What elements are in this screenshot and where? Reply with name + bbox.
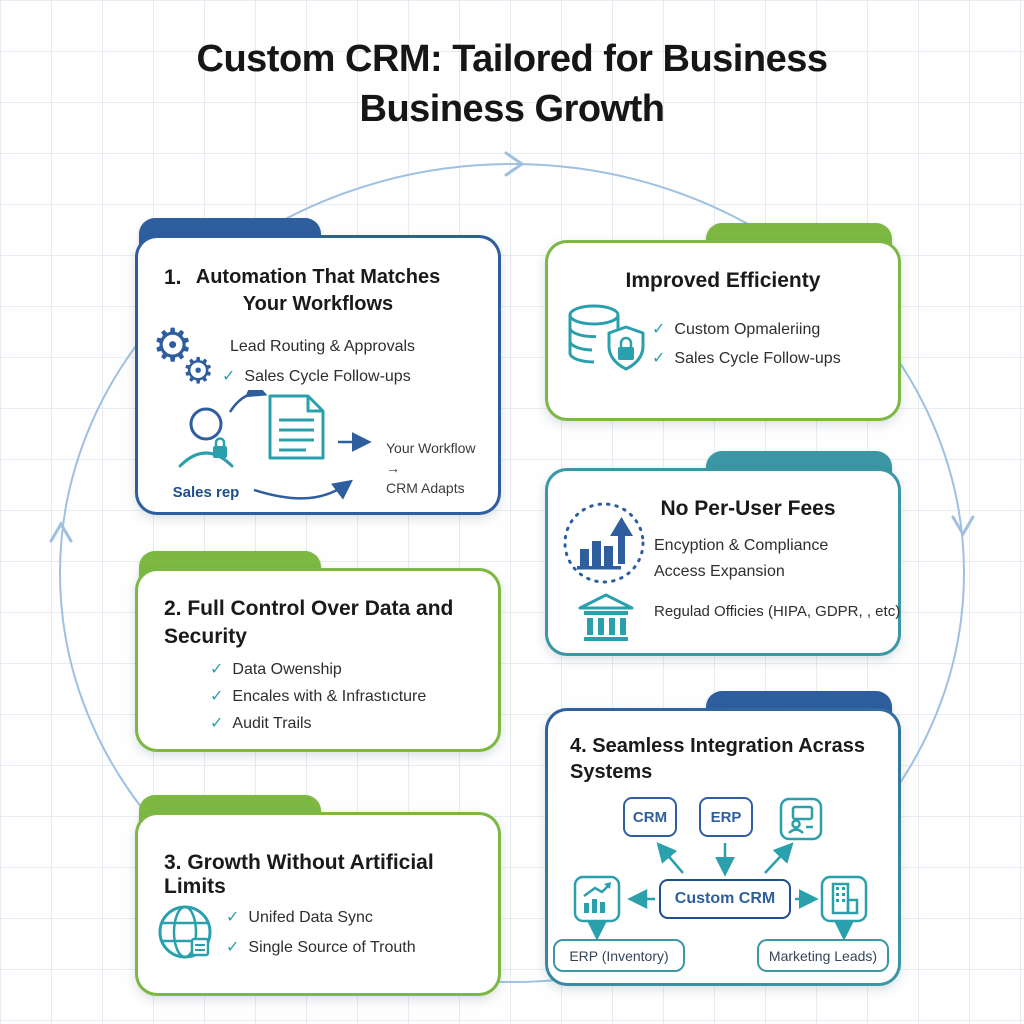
document-icon <box>268 394 325 460</box>
card-automation: 1. Automation That Matches Your Workflow… <box>135 235 501 515</box>
sales-rep-icon <box>178 407 234 468</box>
integration-diagram: CRM ERP Custom CRM <box>551 797 889 973</box>
database-shield-icon <box>568 304 645 371</box>
card-automation-number: 1. <box>164 266 182 289</box>
control-item-3: ✓Audit Trails <box>210 713 312 732</box>
circle-arrow-left-icon <box>49 521 73 543</box>
arrow-center-to-workstation-icon <box>764 842 794 874</box>
globe-icon <box>158 905 212 959</box>
gears-icon: ⚙ <box>152 318 194 372</box>
growth-item-1: ✓Unifed Data Sync <box>226 907 373 926</box>
erp-node: ERP <box>699 797 753 837</box>
sales-rep-label: Sales rep <box>172 484 240 501</box>
automation-item-2: ✓Sales Cycle Follow-ups <box>222 366 411 385</box>
check-icon: ✓ <box>652 319 666 338</box>
card-fees-title: No Per-User Fees <box>660 497 836 520</box>
efficiency-item-1: ✓Custom Opmaleriing <box>652 319 821 338</box>
card-efficiency-title: Improved Efficienty <box>625 269 821 292</box>
check-icon: ✓ <box>210 686 224 705</box>
control-item-2: ✓Encales with & Infrastıcture <box>210 686 427 705</box>
check-icon: ✓ <box>652 348 666 367</box>
circle-arrow-top-icon <box>504 151 525 177</box>
fees-line-1: Encyption & Compliance <box>654 537 829 554</box>
gears-icon: ⚙ <box>182 351 215 392</box>
page-title: Custom CRM: Tailored for Business Busine… <box>0 34 1024 134</box>
check-icon: ✓ <box>222 366 236 385</box>
check-icon: ✓ <box>210 713 224 732</box>
card-integration-title: 4. Seamless Integration Acrass Systems <box>570 735 865 783</box>
building-icon <box>820 875 868 923</box>
card-growth: 3. Growth Without Artificial Limits ✓Uni… <box>135 812 501 996</box>
fees-line-2: Access Expansion <box>654 563 785 580</box>
marketing-leads-label: Marketing Leads) <box>757 939 889 972</box>
growth-chart-icon <box>563 502 645 584</box>
workflow-mini-diagram: Sales rep Your Workflow → CRM Adapts <box>158 378 488 508</box>
card-control: 2. Full Control Over Data and Security ✓… <box>135 568 501 752</box>
arrow-curve-bottom-icon <box>253 479 354 500</box>
page-title-line1: Custom CRM: Tailored for Business <box>196 38 828 80</box>
arrow-center-to-crm-icon <box>656 842 684 874</box>
custom-crm-node: Custom CRM <box>659 879 791 919</box>
circle-arrow-right-icon <box>951 515 975 537</box>
bank-icon <box>578 593 634 641</box>
automation-item-1: Lead Routing & Approvals <box>230 338 416 355</box>
erp-inventory-label: ERP (Inventory) <box>553 939 685 972</box>
card-control-title: 2. Full Control Over Data and Security <box>164 597 454 648</box>
card-fees: No Per-User Fees Encyption & Compliance … <box>545 468 901 656</box>
arrow-person-to-doc-icon <box>228 378 268 413</box>
workflow-diagram-graphics <box>178 378 372 500</box>
card-growth-title: 3. Growth Without Artificial Limits <box>164 851 434 898</box>
card-efficiency: Improved Efficienty ✓Custom Opmaleriing … <box>545 240 901 421</box>
crm-node: CRM <box>623 797 677 837</box>
workstation-icon <box>779 797 823 841</box>
card-integration: 4. Seamless Integration Acrass Systems C… <box>545 708 901 986</box>
growth-item-2: ✓Single Source of Trouth <box>226 937 416 956</box>
efficiency-item-2: ✓Sales Cycle Follow-ups <box>652 348 841 367</box>
workflow-result-label: Your Workflow → CRM Adapts <box>386 440 476 496</box>
fees-bank-line: Regulad Officies (HIPA, GDPR, , etc) <box>654 603 901 620</box>
integration-arrows <box>587 842 854 941</box>
chart-box-icon <box>573 875 621 923</box>
card-automation-title: Automation That Matches Your Workflows <box>195 266 441 315</box>
check-icon: ✓ <box>226 937 240 956</box>
check-icon: ✓ <box>226 907 240 926</box>
page-title-line2: Business Growth <box>359 88 666 130</box>
control-item-1: ✓Data Owenship <box>210 659 342 678</box>
check-icon: ✓ <box>210 659 224 678</box>
